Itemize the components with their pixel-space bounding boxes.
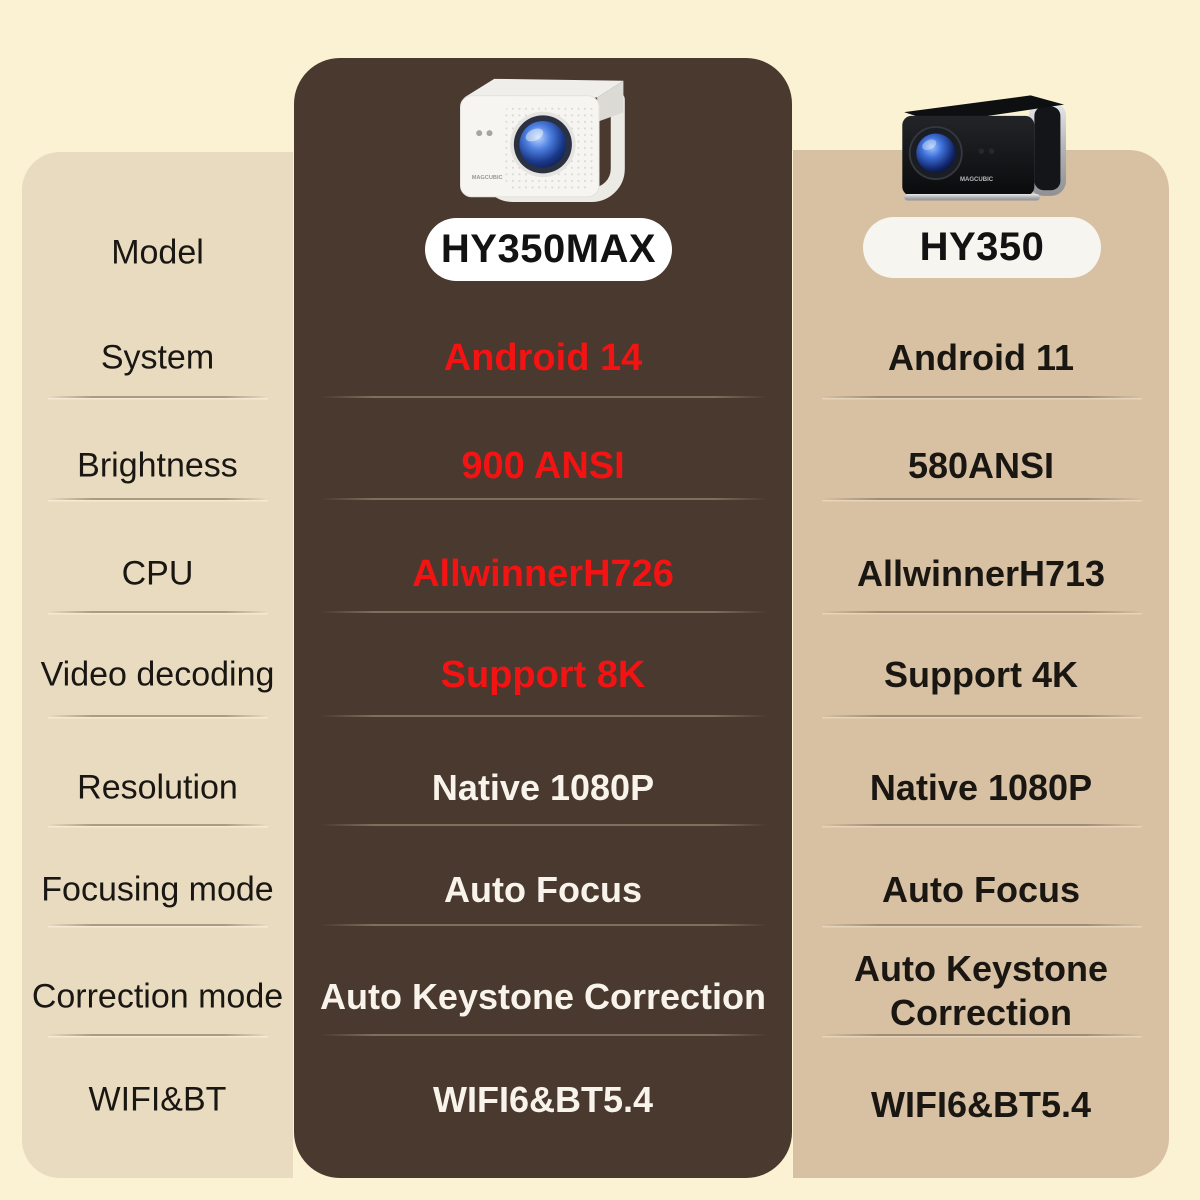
hy350max-value-brightness: 900 ANSI [461,444,625,487]
row-divider [320,1034,768,1036]
hy350-value-cpu: AllwinnerH713 [856,553,1106,595]
brand-logo-text: MAGCUBIC [472,175,503,181]
spec-labels-panel [22,152,293,1178]
hy350max-value-video-decoding: Support 8K [440,653,646,696]
hy350max-value-resolution: Native 1080P [431,767,655,809]
hy350-value-video-decoding: Support 4K [884,654,1078,696]
spec-label-focusing-mode: Focusing mode [41,870,274,909]
row-divider [822,498,1142,500]
row-divider [48,396,268,398]
hy350max-projector-image: MAGCUBIC [460,78,625,202]
row-divider [320,396,768,398]
sensor-dot [476,130,483,137]
row-divider [822,396,1142,398]
row-divider [320,498,768,500]
row-divider [320,824,768,826]
spec-label-correction-mode: Correction mode [31,977,284,1016]
lens-glass [519,120,567,168]
spec-label-brightness: Brightness [77,446,238,485]
sensor-dot [978,148,985,154]
row-divider [822,1034,1142,1036]
row-divider [320,715,768,717]
lens-highlight [922,139,937,150]
row-divider [48,498,268,500]
row-divider [48,924,268,926]
hy350-value-focusing-mode: Auto Focus [882,869,1080,911]
spec-label-resolution: Resolution [77,768,238,807]
hy350max-value-system: Android 14 [443,336,643,379]
hy350-value-correction-mode: Auto Keystone Correction [853,948,1109,1033]
sensor-dot [486,130,493,137]
lens-glass [916,133,956,173]
hy350max-value-correction-mode: Auto Keystone Correction [319,976,767,1018]
row-divider [48,611,268,613]
row-divider [48,1034,268,1036]
spec-label-video-decoding: Video decoding [40,655,275,694]
spec-label-system: System [100,338,215,377]
side-inset [1034,106,1061,191]
hy350-panel [793,150,1169,1178]
model-badge-hy350-label: HY350 [919,225,1045,269]
projector-side-face [597,80,624,122]
hy350max-value-wifi-bt: WIFI6&BT5.4 [432,1079,654,1121]
spec-label-wifi-bt: WIFI&BT [88,1080,227,1119]
row-divider [320,924,768,926]
hy350-value-resolution: Native 1080P [869,767,1093,809]
bottom-strip [904,193,1040,201]
lens-highlight [525,128,544,142]
model-badge-hy350max-label: HY350MAX [440,227,657,271]
hy350max-value-focusing-mode: Auto Focus [444,869,642,911]
hy350-projector-image: MAGCUBIC [902,95,1066,201]
row-divider [320,611,768,613]
hy350-value-brightness: 580ANSI [907,445,1055,487]
hy350-value-wifi-bt: WIFI6&BT5.4 [870,1084,1092,1126]
hy350-value-system: Android 11 [887,337,1075,379]
sensor-dot [988,148,995,154]
row-divider [822,824,1142,826]
row-divider [822,611,1142,613]
row-divider [822,924,1142,926]
spec-label-model: Model [111,233,204,272]
model-badge-hy350: HY350 [863,217,1101,278]
row-divider [48,715,268,717]
row-divider [822,715,1142,717]
model-badge-hy350max: HY350MAX [425,218,672,281]
brand-logo-text: MAGCUBIC [960,177,994,183]
spec-label-cpu: CPU [121,554,194,593]
row-divider [48,824,268,826]
hy350max-value-cpu: AllwinnerH726 [412,552,674,595]
projector-top-face [464,78,624,98]
